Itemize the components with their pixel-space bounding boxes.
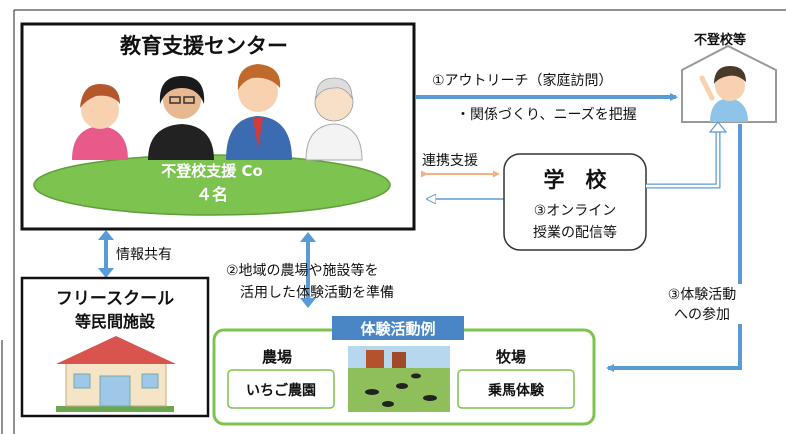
examples-title-tag (332, 316, 464, 340)
school-line1: ③オンライン (533, 203, 617, 219)
participation-line1: ③体験活動 (652, 284, 752, 304)
staff-2-illustration (148, 76, 214, 160)
school-line2: 授業の配信等 (533, 225, 617, 241)
student-label: 不登校等 (694, 33, 747, 48)
coordinator-count: ４名 (195, 185, 228, 204)
participation-line2: への参加 (652, 304, 752, 324)
support-center-title: 教育支援センター (120, 34, 288, 58)
participation-arrow (606, 124, 742, 372)
farm-label: 農場 (262, 348, 293, 366)
farm-item-box (227, 369, 335, 409)
examples-title: 体験活動例 (360, 320, 436, 338)
ranch-item: 乗馬体験 (488, 383, 544, 399)
farm-photo (348, 346, 450, 412)
prep-arrowhead-down (300, 298, 316, 308)
link-support-label: 連携支援 (422, 153, 478, 169)
ranch-label: 牧場 (496, 348, 527, 366)
school-title: 学 校 (543, 168, 607, 192)
staff-4-illustration (305, 77, 363, 161)
school-to-student-arrow-outline (646, 130, 721, 189)
freeschool-line1: フリースクール (55, 289, 175, 309)
house-illustration (56, 336, 176, 412)
info-share-arrowhead-down (98, 268, 114, 278)
prep-line1: ②地域の農場や施設等を (226, 263, 379, 279)
student-illustration (699, 66, 748, 122)
outreach-detail: ・関係づくり、ニーズを把握 (456, 107, 637, 123)
prep-arrowhead-up (300, 232, 316, 242)
info-share-label: 情報共有 (116, 247, 172, 263)
info-share-arrowhead-up (98, 230, 114, 240)
staff-3-illustration (226, 64, 292, 160)
school-to-student-arrowhead (708, 121, 728, 133)
freeschool-line2: 等民間施設 (74, 312, 155, 331)
farm-item: いちご農園 (246, 383, 316, 399)
school-to-student-arrow-fill (646, 130, 720, 188)
coordinator-label: 不登校支援 Co (161, 162, 263, 180)
ranch-item-box (457, 369, 575, 409)
school-box (503, 153, 647, 251)
staff-1-illustration (72, 84, 128, 160)
outreach-label: ①アウトリーチ（家庭訪問） (432, 73, 613, 89)
prep-line2: 活用した体験活動を準備 (240, 285, 394, 301)
